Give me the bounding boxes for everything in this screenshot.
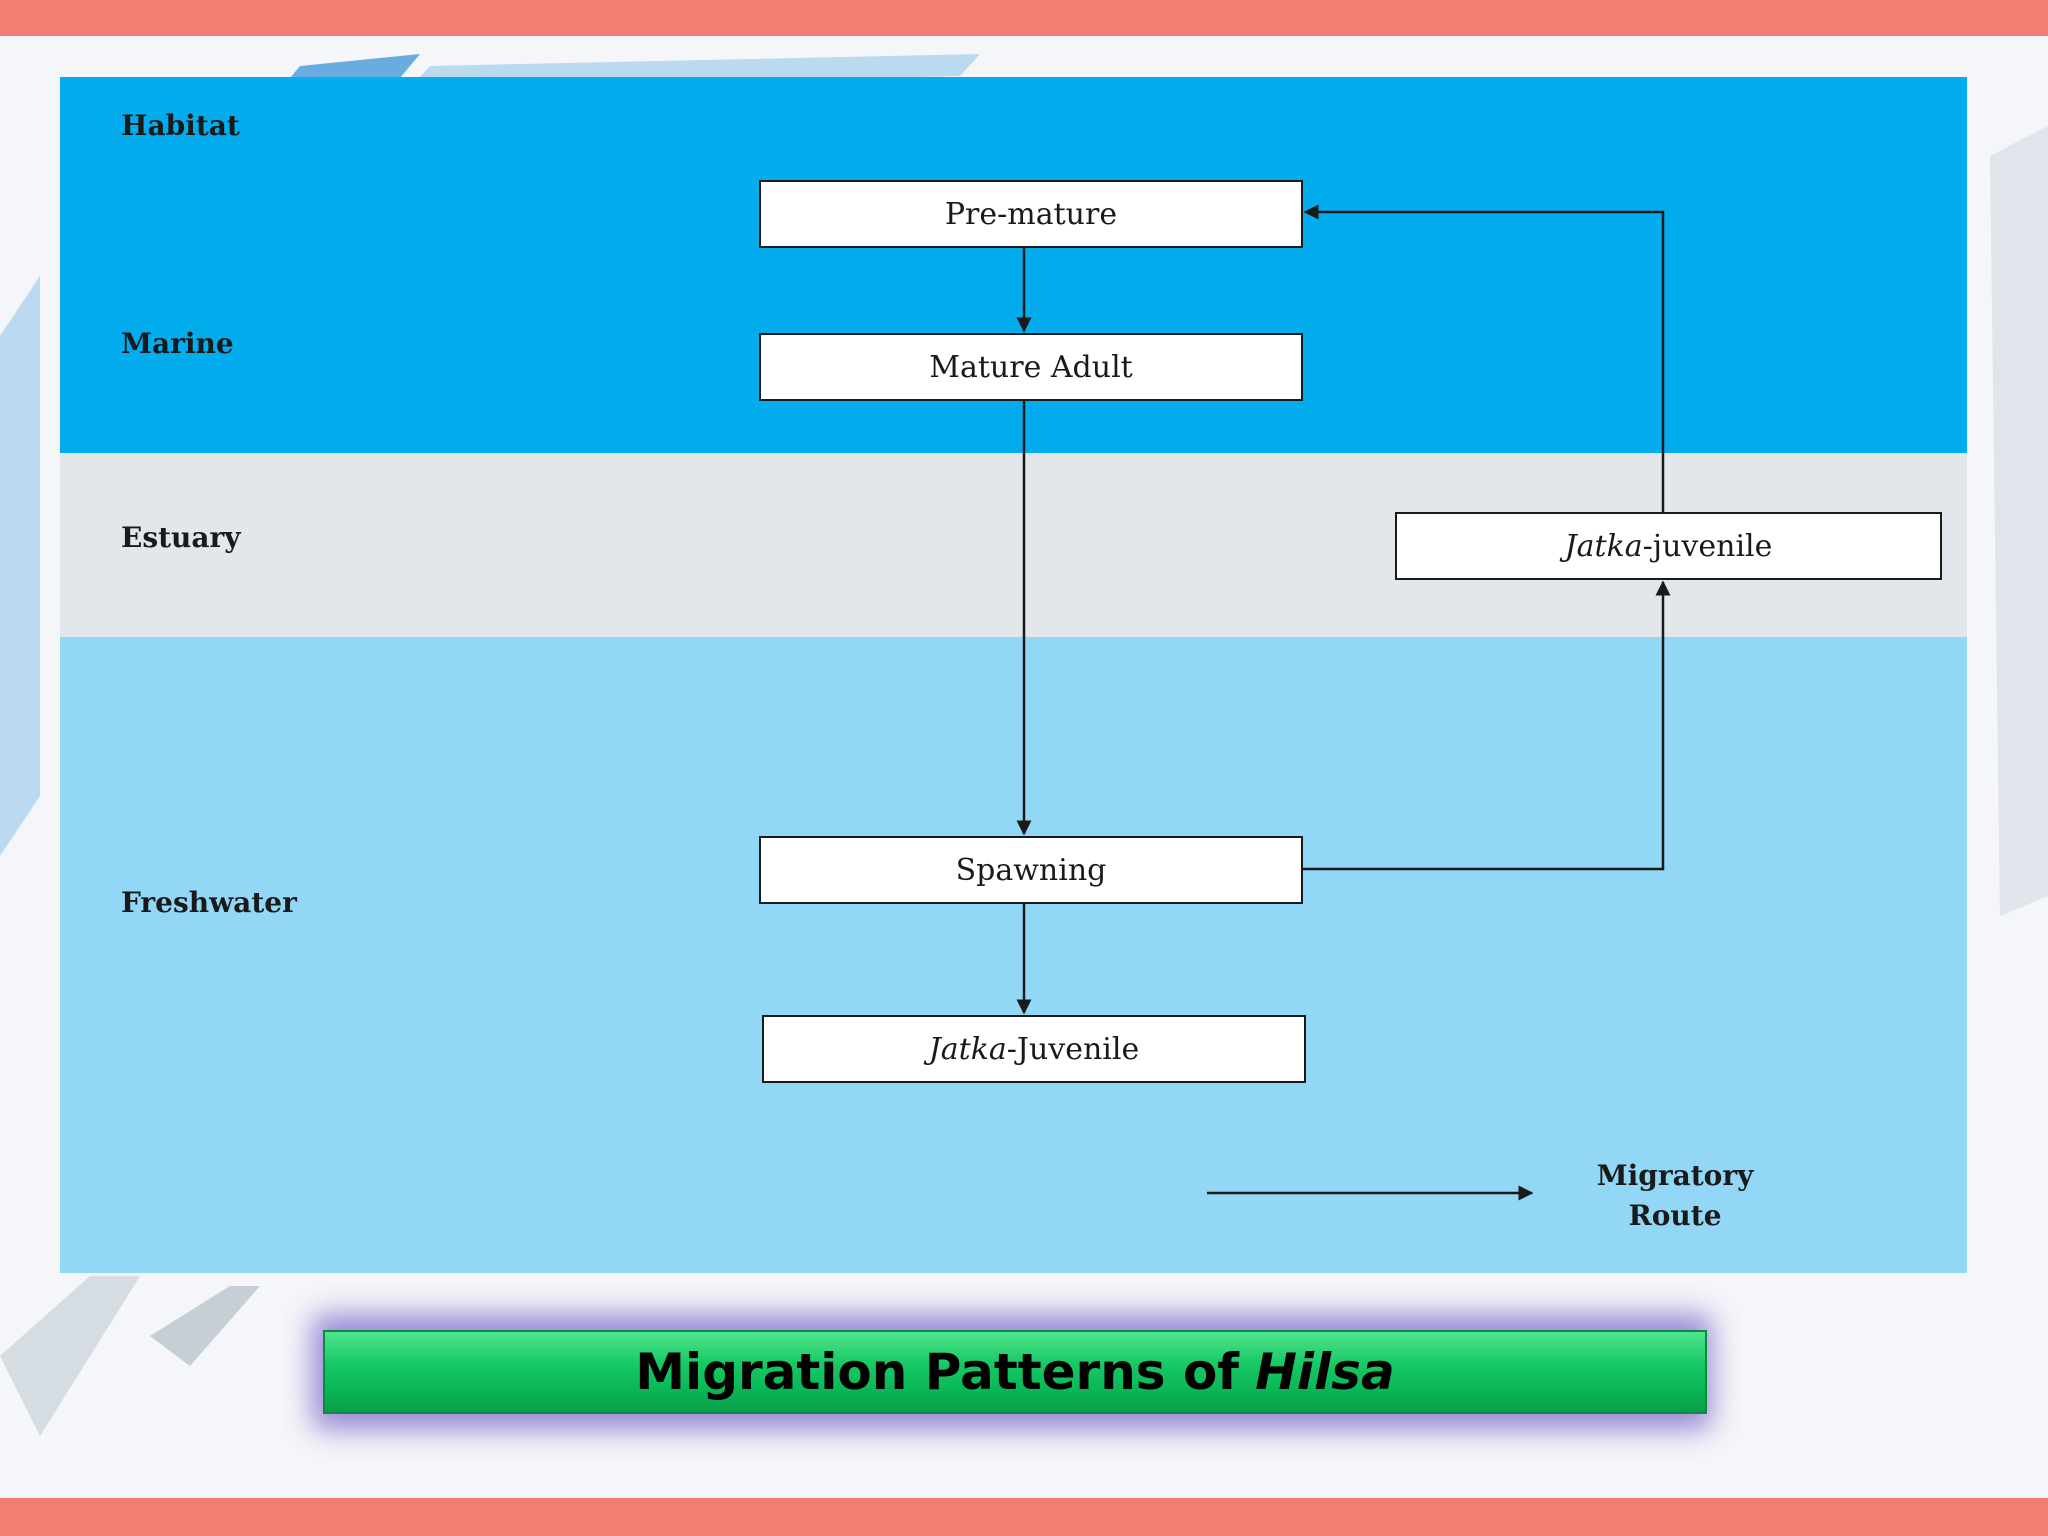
juvenile-suffix: -Juvenile	[1006, 1031, 1140, 1067]
top-accent-bar	[0, 0, 2048, 36]
legend-line-2: Route	[1628, 1199, 1722, 1232]
estuary-label: Estuary	[121, 521, 241, 554]
spawning-label: Spawning	[955, 852, 1107, 888]
juvenile-suffix: -juvenile	[1642, 528, 1773, 564]
habitat-panel	[60, 77, 1967, 1273]
spawning-box: Spawning	[759, 836, 1303, 904]
pre-mature-box: Pre-mature	[759, 180, 1303, 248]
legend-label: Migratory Route	[1560, 1156, 1790, 1236]
jatka-juvenile-freshwater-label: Jatka-Juvenile	[929, 1032, 1140, 1067]
jatka-juvenile-estuary-label: Jatka-juvenile	[1565, 529, 1773, 564]
legend-line-1: Migratory	[1596, 1159, 1754, 1192]
jatka-juvenile-freshwater-box: Jatka-Juvenile	[762, 1015, 1306, 1083]
mature-adult-box: Mature Adult	[759, 333, 1303, 401]
title-text: Migration Patterns of	[635, 1343, 1240, 1401]
title-banner: Migration Patterns of Hilsa	[323, 1330, 1707, 1414]
marine-label: Marine	[121, 327, 234, 360]
freshwater-label: Freshwater	[121, 886, 297, 919]
habitat-heading: Habitat	[121, 109, 240, 142]
title-italic-hilsa: Hilsa	[1255, 1343, 1395, 1401]
background-decoration	[0, 54, 2048, 1436]
bottom-accent-bar	[0, 1498, 2048, 1536]
jatka-italic: Jatka	[1564, 528, 1643, 564]
mature-adult-label: Mature Adult	[929, 349, 1133, 385]
jatka-juvenile-estuary-box: Jatka-juvenile	[1395, 512, 1942, 580]
jatka-italic: Jatka	[928, 1031, 1007, 1067]
pre-mature-label: Pre-mature	[944, 196, 1118, 232]
